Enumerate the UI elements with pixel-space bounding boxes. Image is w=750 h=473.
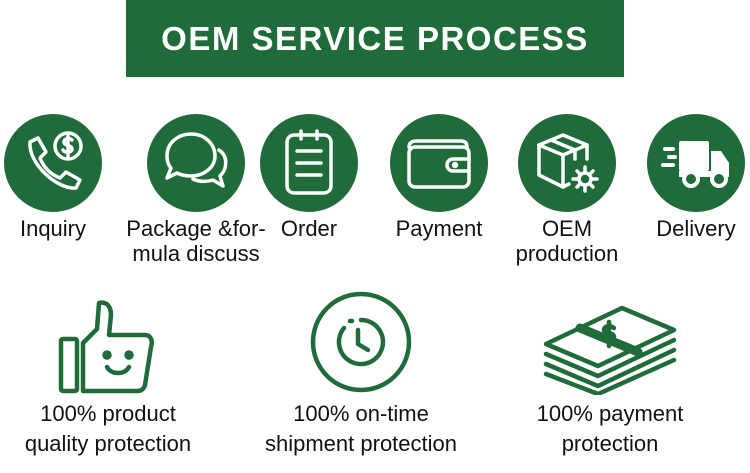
clock-icon — [310, 291, 412, 393]
guarantee-payment-label: 100% payment protection — [485, 399, 735, 459]
thumbs-up-smile-icon — [58, 300, 154, 394]
title-banner: OEM SERVICE PROCESS — [126, 0, 624, 77]
step-oem-label: OEM production — [502, 216, 632, 266]
box-gear-icon — [537, 133, 599, 193]
guarantee-shipment-line1: 100% on-time — [293, 401, 429, 426]
step-delivery-label: Delivery — [656, 216, 736, 241]
step-package-label-line1: Package &for- — [126, 216, 266, 241]
step-package-discuss: Package &for- mula discuss — [116, 114, 276, 266]
step-package-label-line2: mula discuss — [132, 241, 260, 266]
page-title: OEM SERVICE PROCESS — [161, 19, 589, 57]
step-order: Order — [244, 114, 374, 241]
money-stack-icon — [543, 305, 677, 395]
step-delivery-circle — [647, 114, 745, 212]
clipboard-icon — [285, 129, 333, 195]
step-oem-label-line2: production — [515, 241, 619, 266]
step-order-label: Order — [280, 216, 338, 241]
truck-icon — [661, 141, 729, 188]
guarantee-payment-line2: protection — [561, 431, 659, 456]
guarantee-payment: 100% payment protection — [485, 290, 735, 459]
step-package-label: Package &for- mula discuss — [116, 216, 276, 266]
guarantee-product-quality: 100% product quality protection — [0, 290, 233, 459]
step-payment: Payment — [374, 114, 504, 241]
step-package-circle — [147, 114, 245, 212]
step-order-circle — [260, 114, 358, 212]
step-payment-label: Payment — [395, 216, 483, 241]
guarantee-payment-line1: 100% payment — [536, 401, 684, 426]
step-oem-label-line1: OEM — [541, 216, 593, 241]
guarantee-shipment: 100% on-time shipment protection — [236, 290, 486, 459]
step-delivery: Delivery — [631, 114, 750, 241]
guarantee-payment-icon-wrap — [485, 290, 735, 395]
guarantee-product-line1: 100% product — [40, 401, 176, 426]
guarantee-product-icon-wrap — [0, 290, 233, 395]
step-oem-production: OEM production — [502, 114, 632, 266]
phone-dollar-icon — [28, 131, 83, 190]
step-inquiry-circle — [4, 114, 102, 212]
guarantee-shipment-line2: shipment protection — [265, 431, 457, 456]
guarantee-shipment-label: 100% on-time shipment protection — [236, 399, 486, 459]
guarantee-product-label: 100% product quality protection — [0, 399, 233, 459]
step-oem-circle — [518, 114, 616, 212]
step-inquiry: Inquiry — [0, 114, 118, 241]
wallet-icon — [407, 139, 471, 189]
step-inquiry-label: Inquiry — [19, 216, 87, 241]
guarantee-shipment-icon-wrap — [236, 290, 486, 395]
step-payment-circle — [390, 114, 488, 212]
guarantee-product-line2: quality protection — [24, 431, 192, 456]
chat-bubbles-icon — [165, 132, 228, 188]
